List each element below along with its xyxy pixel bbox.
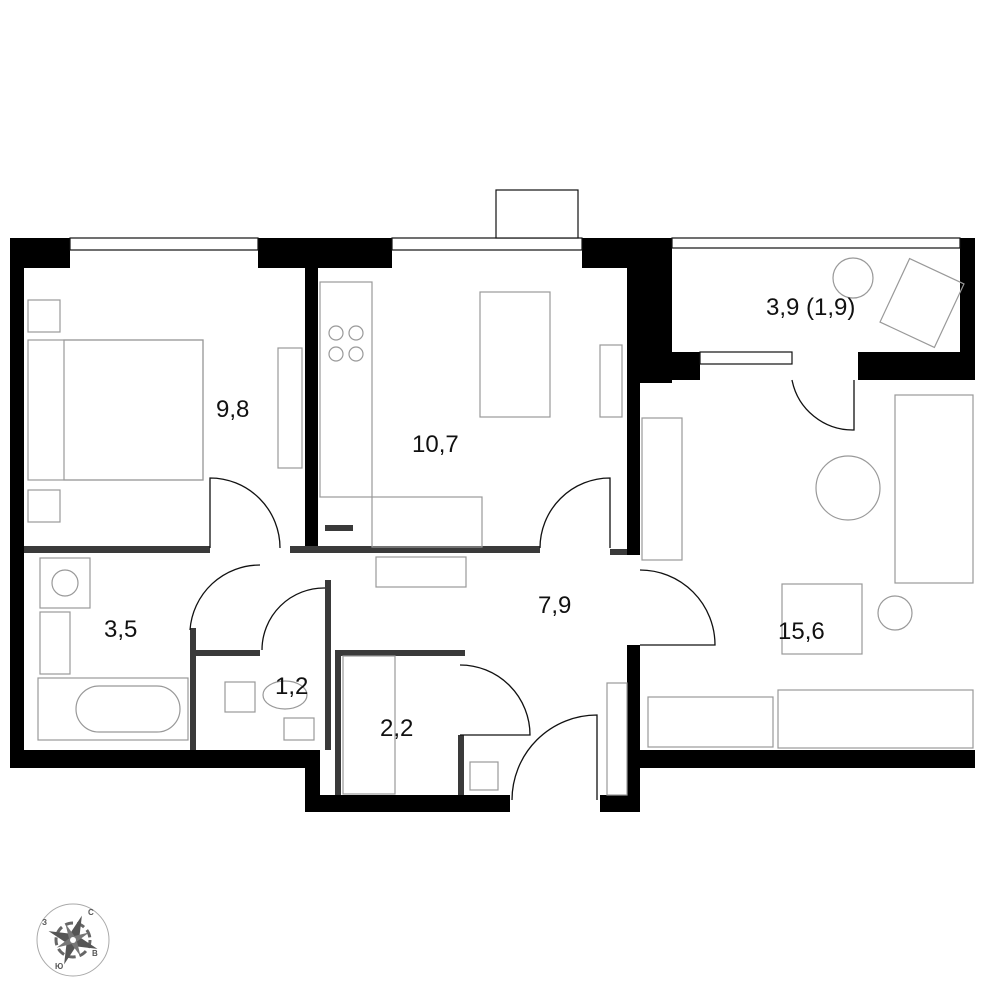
room-area-bedroom: 9,8 bbox=[216, 396, 249, 423]
compass-north: С bbox=[88, 908, 94, 917]
room-area-hall: 7,9 bbox=[538, 592, 571, 619]
compass-east: В bbox=[92, 949, 98, 958]
room-area-kitchen: 10,7 bbox=[412, 431, 459, 458]
walls bbox=[10, 238, 975, 812]
room-area-bathroom: 3,5 bbox=[104, 616, 137, 643]
furniture bbox=[27, 257, 974, 796]
room-area-toilet: 1,2 bbox=[275, 673, 308, 700]
room-area-living: 15,6 bbox=[778, 618, 825, 645]
compass-icon: С В Ю З bbox=[36, 903, 110, 977]
doors bbox=[189, 379, 855, 801]
room-area-storage: 2,2 bbox=[380, 715, 413, 742]
windows bbox=[69, 189, 961, 365]
room-area-balcony: 3,9 (1,9) bbox=[766, 294, 855, 321]
compass-west: З bbox=[42, 918, 47, 927]
compass-south: Ю bbox=[55, 962, 63, 971]
partitions bbox=[24, 525, 627, 795]
